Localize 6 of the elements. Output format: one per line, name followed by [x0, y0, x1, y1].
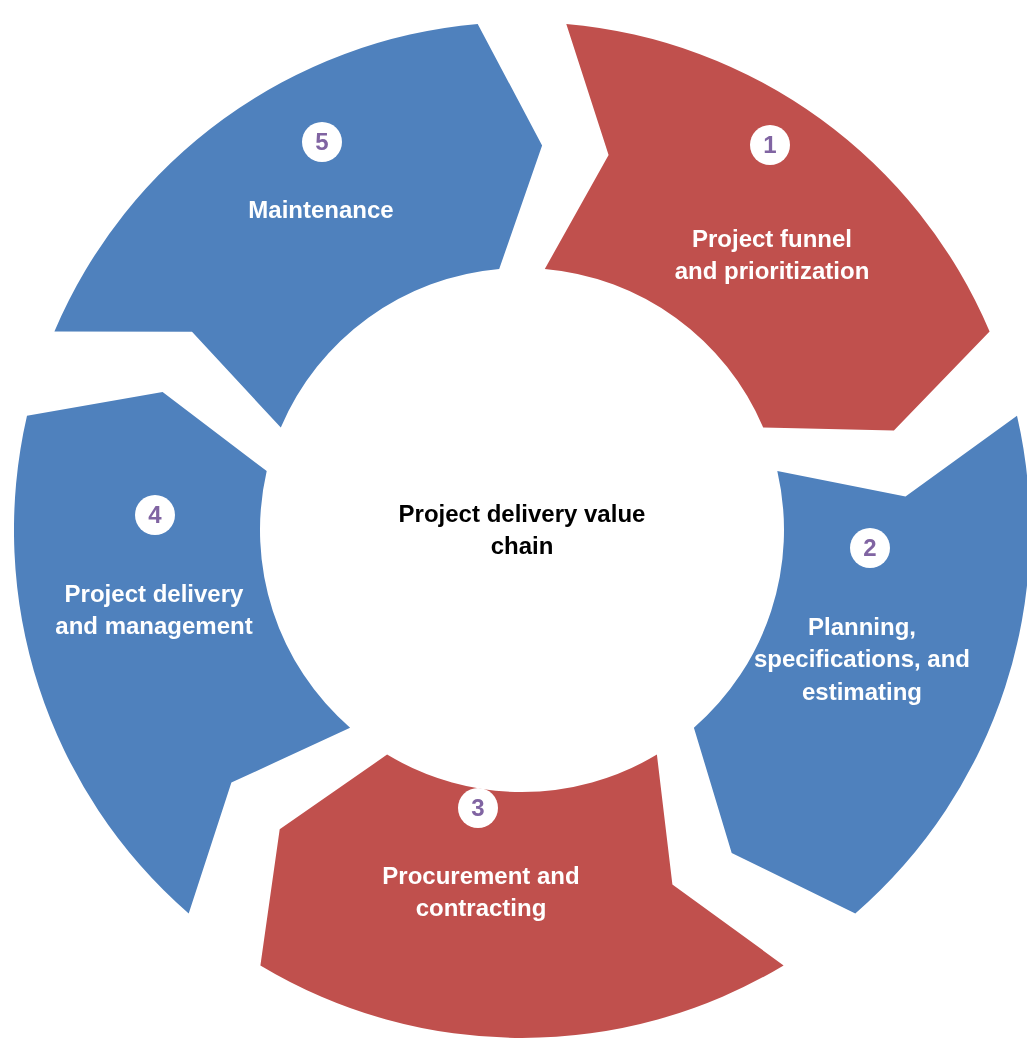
center-label: Project delivery value chain: [397, 498, 647, 561]
step-label: Project delivery and management: [54, 578, 254, 641]
step-label: Planning, specifications, and estimating: [752, 612, 972, 708]
step-label: Project funnel and prioritization: [673, 223, 871, 286]
step-label: Procurement and contracting: [381, 860, 581, 923]
step-label: Maintenance: [247, 194, 395, 225]
